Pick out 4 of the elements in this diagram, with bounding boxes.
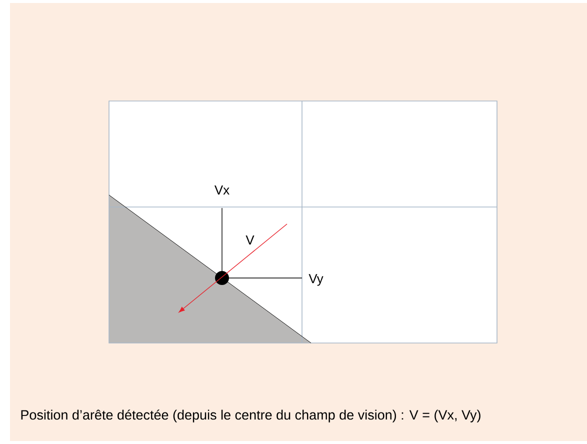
vector-label: Vy: [308, 274, 324, 286]
vector-label: Vx: [214, 186, 230, 194]
caption: Position d’arête détectée (depuis le centre du champ de vision) : V = (Vx, Vy): [21, 410, 480, 422]
vector-label: V: [246, 236, 254, 244]
